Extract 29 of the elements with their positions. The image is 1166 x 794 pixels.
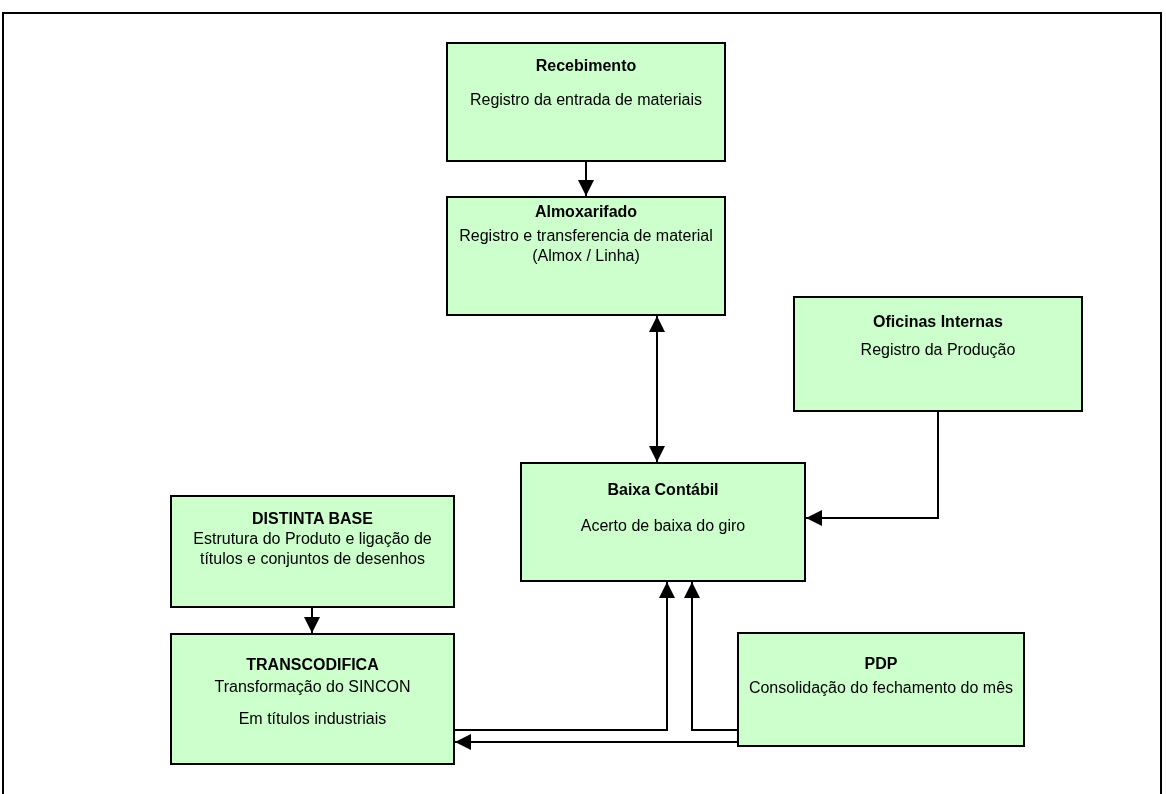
process-box xyxy=(737,632,1025,747)
box-text: Consolidação do fechamento do mês xyxy=(748,678,1014,698)
arrow xyxy=(649,315,665,463)
process-box xyxy=(446,196,726,316)
box-text: Acerto de baixa do giro xyxy=(580,516,746,536)
process-box xyxy=(520,462,806,582)
box-text: Transformação do SINCON xyxy=(214,677,411,697)
process-box xyxy=(446,42,726,162)
arrow xyxy=(684,581,738,731)
process-box xyxy=(793,296,1083,412)
box-heading: Baixa Contábil xyxy=(607,480,719,500)
arrow xyxy=(454,581,675,731)
box-heading: Almoxarifado xyxy=(534,202,638,222)
box-text: Em títulos industriais xyxy=(238,709,387,729)
box-heading: Recebimento xyxy=(535,56,637,76)
box-heading: PDP xyxy=(864,654,898,674)
box-heading: TRANSCODIFICA xyxy=(246,655,379,675)
box-heading: DISTINTA BASE xyxy=(252,509,373,529)
arrow xyxy=(304,607,320,634)
arrow xyxy=(805,411,939,526)
process-box xyxy=(170,495,455,608)
process-box xyxy=(170,633,455,765)
box-text: Registro da entrada de materiais xyxy=(469,90,703,110)
box-text: Estrutura do Produto e ligação de títulos e conjuntos de desenhos xyxy=(192,529,433,569)
arrow xyxy=(454,734,738,750)
box-text: Registro da Produção xyxy=(860,340,1016,360)
arrow xyxy=(578,161,594,197)
box-heading: Oficinas Internas xyxy=(873,312,1003,332)
box-text: Registro e transferencia de material (Almox / Linha) xyxy=(458,226,714,266)
